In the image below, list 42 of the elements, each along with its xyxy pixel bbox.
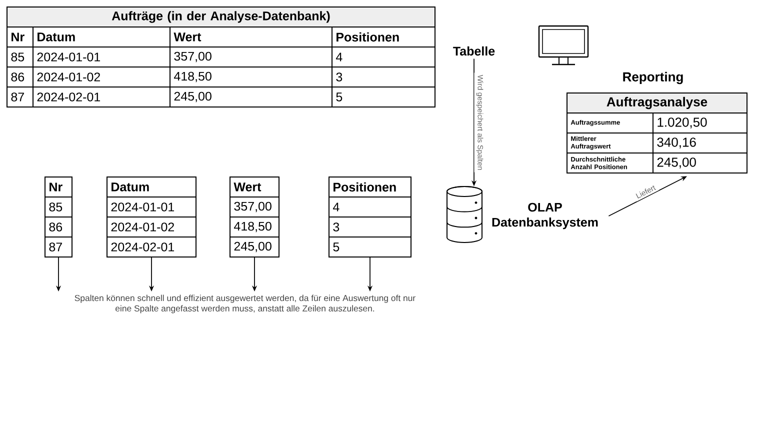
table-cell: 86 bbox=[6, 66, 34, 88]
table-cell: 86 bbox=[44, 216, 72, 238]
table-cell: 85 bbox=[44, 196, 72, 218]
table-cell: 87 bbox=[44, 236, 72, 258]
table-cell: 340,16 bbox=[652, 132, 748, 154]
table-cell: 3 bbox=[332, 66, 436, 88]
table-cell: 3 bbox=[328, 216, 412, 238]
table-cell: 2024-02-01 bbox=[106, 236, 196, 258]
table-cell: 2024-01-01 bbox=[32, 46, 170, 68]
column-header: Wert bbox=[170, 26, 332, 48]
column-header: Nr bbox=[44, 176, 72, 198]
heading: Reporting bbox=[623, 72, 683, 84]
table-cell: 357,00 bbox=[170, 46, 332, 68]
table-cell: 2024-02-01 bbox=[32, 86, 170, 108]
label-text: Tabelle bbox=[453, 46, 495, 56]
column-header: Datum bbox=[106, 176, 196, 198]
table-cell: 418,50 bbox=[170, 66, 332, 88]
column-header: Datum bbox=[32, 26, 170, 48]
table-cell: 2024-01-01 bbox=[106, 196, 196, 218]
table-title: Auftragsanalyse bbox=[566, 92, 748, 114]
table-cell: 245,00 bbox=[230, 236, 280, 258]
column-header: Positionen bbox=[328, 176, 412, 198]
table-cell: 4 bbox=[328, 196, 412, 218]
table-cell: 5 bbox=[328, 236, 412, 258]
table-cell: 85 bbox=[6, 46, 34, 68]
table-cell: 357,00 bbox=[230, 196, 280, 218]
table-cell: 418,50 bbox=[230, 216, 280, 238]
table-cell: 2024-01-02 bbox=[106, 216, 196, 238]
table-cell: 2024-01-02 bbox=[32, 66, 170, 88]
table-cell: 1.020,50 bbox=[652, 112, 748, 134]
table-cell: 245,00 bbox=[652, 152, 748, 174]
table-cell: 87 bbox=[6, 86, 34, 108]
label-text: OLAP Datenbanksystem bbox=[492, 202, 598, 230]
column-header: Positionen bbox=[332, 26, 436, 48]
table-cell: 4 bbox=[332, 46, 436, 68]
table-cell: 5 bbox=[332, 86, 436, 108]
note-text: Spalten können schnell und effizient ausgewertet werden, da für eine Auswertung oft nur eine Spalte angefasst werden muss, anstatt alle Zeilen auszulesen. bbox=[74, 294, 416, 314]
table-cell: 245,00 bbox=[170, 86, 332, 108]
column-header: Wert bbox=[230, 176, 280, 198]
table-title: Aufträge (in der Analyse-Datenbank) bbox=[6, 6, 436, 28]
database-icon bbox=[446, 186, 482, 243]
column-header: Nr bbox=[6, 26, 34, 48]
